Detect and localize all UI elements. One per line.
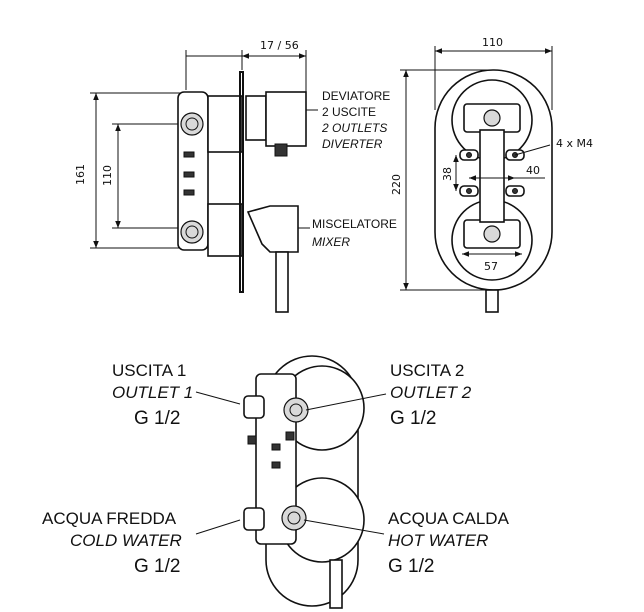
mount-leader (514, 144, 551, 156)
cold-leader (195, 519, 241, 535)
lever-stub (485, 289, 499, 313)
mixer-lever-head (246, 205, 299, 253)
diverter-pin (274, 143, 288, 157)
outlet1-leader (195, 391, 241, 405)
diverter-label-en-2: DIVERTER (322, 137, 383, 151)
diverter-knob (265, 91, 307, 147)
bracket-slot (183, 151, 195, 158)
perspective-bolt (247, 435, 257, 445)
perspective-left-lug-low (243, 507, 265, 531)
plate-height-label: 220 (390, 174, 403, 195)
hot-leader (303, 519, 385, 535)
perspective-left-lug (243, 395, 265, 419)
hot-label-en: HOT WATER (388, 531, 488, 550)
hole-v-label: 38 (441, 167, 454, 181)
mount-hole (512, 188, 518, 194)
bracket-slot (183, 171, 195, 178)
bracket-slot (183, 189, 195, 196)
mount-hole (466, 188, 472, 194)
perspective-bolt (285, 431, 295, 441)
cold-size: G 1/2 (134, 556, 180, 577)
outlet1-size: G 1/2 (134, 408, 180, 429)
outlet2-size: G 1/2 (390, 408, 436, 429)
mixer-label-en: MIXER (312, 235, 350, 249)
diverter-label-it-2: 2 USCITE (322, 105, 376, 119)
hot-size: G 1/2 (388, 556, 434, 577)
depth-dimension-label: 17 / 56 (260, 39, 299, 52)
mount-hole (466, 152, 472, 158)
upper-port (483, 109, 501, 127)
mixer-label-it: MISCELATORE (312, 217, 397, 231)
perspective-lever (329, 559, 343, 609)
inlet-port-inner (185, 225, 199, 239)
diverter-label-en: 2 OUTLETS (321, 121, 387, 135)
cold-label-en: COLD WATER (70, 531, 182, 550)
front-view: 110 220 38 40 (390, 36, 593, 313)
outlet1-label-it: USCITA 1 (112, 361, 186, 380)
cover-plate (239, 71, 244, 293)
mixer-sleeve (207, 203, 243, 257)
perspective-hot-inner (287, 511, 301, 525)
perspective-outlet2-inner (289, 403, 303, 417)
perspective-slot (271, 443, 281, 451)
perspective-outlet2-port (283, 397, 309, 423)
mount-label: 4 x M4 (556, 137, 593, 150)
perspective-view: USCITA 1 OUTLET 1 G 1/2 USCITA 2 OUTLET … (42, 355, 510, 609)
hot-label-it: ACQUA CALDA (388, 509, 510, 528)
height-total-label: 161 (74, 164, 87, 185)
hole-h-label: 40 (526, 164, 540, 177)
diverter-sleeve (207, 95, 243, 153)
mixer-lever-handle (275, 251, 289, 313)
diverter-knob-base (245, 95, 267, 141)
perspective-hot-port (281, 505, 307, 531)
cold-label-it: ACQUA FREDDA (42, 509, 177, 528)
outlet-port (180, 112, 204, 136)
bottom-label: 57 (484, 260, 498, 273)
center-column (479, 129, 505, 223)
inlet-port (180, 220, 204, 244)
outlet2-label-it: USCITA 2 (390, 361, 464, 380)
outlet2-leader (305, 393, 387, 411)
outlet-port-inner (185, 117, 199, 131)
outlet2-label-en: OUTLET 2 (390, 383, 472, 402)
width-label: 110 (482, 36, 503, 49)
height-ports-label: 110 (101, 165, 114, 186)
lower-port (483, 225, 501, 243)
side-view: 17 / 56 161 110 (74, 39, 397, 313)
outlet1-label-en: OUTLET 1 (112, 383, 193, 402)
diverter-label-it: DEVIATORE (322, 89, 390, 103)
perspective-slot (271, 461, 281, 469)
